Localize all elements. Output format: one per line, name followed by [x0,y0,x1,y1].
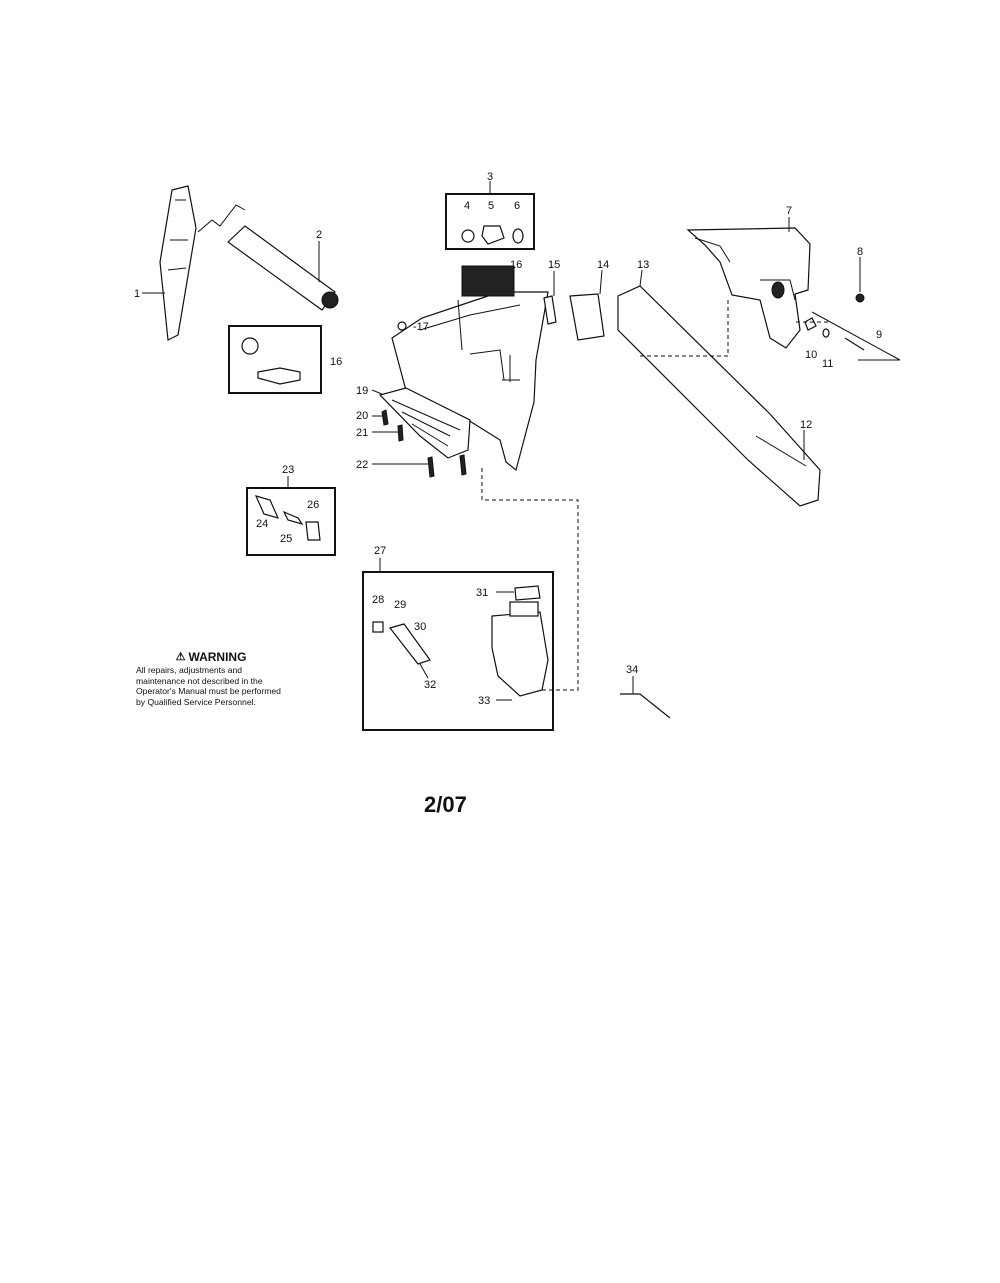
callout-9: 9 [876,329,882,341]
part-26 [305,521,321,541]
part-33-oil-tank [491,601,549,697]
part-9-line [811,311,901,361]
part-17 [397,321,407,331]
assembly-line-c [481,468,579,691]
callout-22: 22 [356,459,368,471]
callout-28: 28 [372,594,384,606]
part-4 [461,229,475,243]
callout-10: 10 [805,349,817,361]
callout-6: 6 [514,200,520,212]
kit-box-27 [362,571,554,731]
part-22-screw-a [427,456,435,478]
part-2-extension-tube [227,225,339,311]
part-29-30 [388,623,431,665]
callout-21: 21 [356,427,368,439]
kit-box-23 [246,487,336,556]
part-31-cap [514,585,541,601]
part-8 [855,293,865,303]
callout-24: 24 [256,518,268,530]
kit-box-18 [228,325,322,394]
warning-text: All repairs, adjustments and maintenance… [136,665,281,707]
callout-33: 33 [478,695,490,707]
leader-32 [419,663,429,679]
callout-19: 19 [356,385,368,397]
callout-23: 23 [282,464,294,476]
callout-16-housing: 16 [510,259,522,271]
part-11 [822,328,830,338]
leader-13 [639,269,643,287]
part-14-plate [569,293,605,341]
part-5 [481,225,505,245]
callout-27: 27 [374,545,386,557]
part-24 [254,495,280,519]
callout-5: 5 [488,200,494,212]
part-20-screw [381,409,389,426]
warning-notice: ⚠ WARNING All repairs, adjustments and m… [136,650,286,707]
part-7-sprocket-cover [686,227,811,349]
callout-31: 31 [476,587,488,599]
callout-11: 11 [822,358,833,370]
callout-2: 2 [316,229,322,241]
callout-34: 34 [626,664,638,676]
callout-16-box: 16 [330,356,342,368]
assembly-line-a [640,300,729,357]
warning-triangle-icon: ⚠ [175,650,186,663]
callout-26: 26 [307,499,319,511]
part-6 [512,228,524,244]
callout-3: 3 [487,171,493,183]
callout-1: 1 [134,288,140,300]
revision-date: 2/07 [424,792,467,817]
warning-heading: ⚠ WARNING [136,650,286,664]
callout-12: 12 [800,419,812,431]
callout-20: 20 [356,410,368,422]
part-25 [282,510,304,526]
part-21-screw [397,424,404,442]
part-13-guide-bar [617,285,821,507]
part-1-pole-section [159,185,246,341]
callout-13: 13 [637,259,649,271]
callout-14: 14 [597,259,609,271]
callout-15: 15 [548,259,560,271]
leader-19 [371,389,383,395]
part-15 [543,295,557,325]
callout-32: 32 [424,679,436,691]
part-18-shaft [257,367,301,385]
part-9-screw [844,337,865,351]
callout-4: 4 [464,200,470,212]
callout-30: 30 [414,621,426,633]
part-16-housing [391,265,549,472]
part-28 [372,621,384,633]
leader-14 [599,269,603,295]
part-22-screw-b [459,454,467,476]
part-18-gear [241,337,259,355]
part-19-chain-mount [378,387,471,459]
callout-7: 7 [786,205,792,217]
callout-17: -17 [413,321,429,333]
callout-8: 8 [857,246,863,258]
part-10 [804,317,817,331]
part-34 [620,693,671,719]
warning-title: WARNING [188,650,247,664]
callout-25: 25 [280,533,292,545]
callout-29: 29 [394,599,406,611]
part-12-chain [755,435,807,467]
